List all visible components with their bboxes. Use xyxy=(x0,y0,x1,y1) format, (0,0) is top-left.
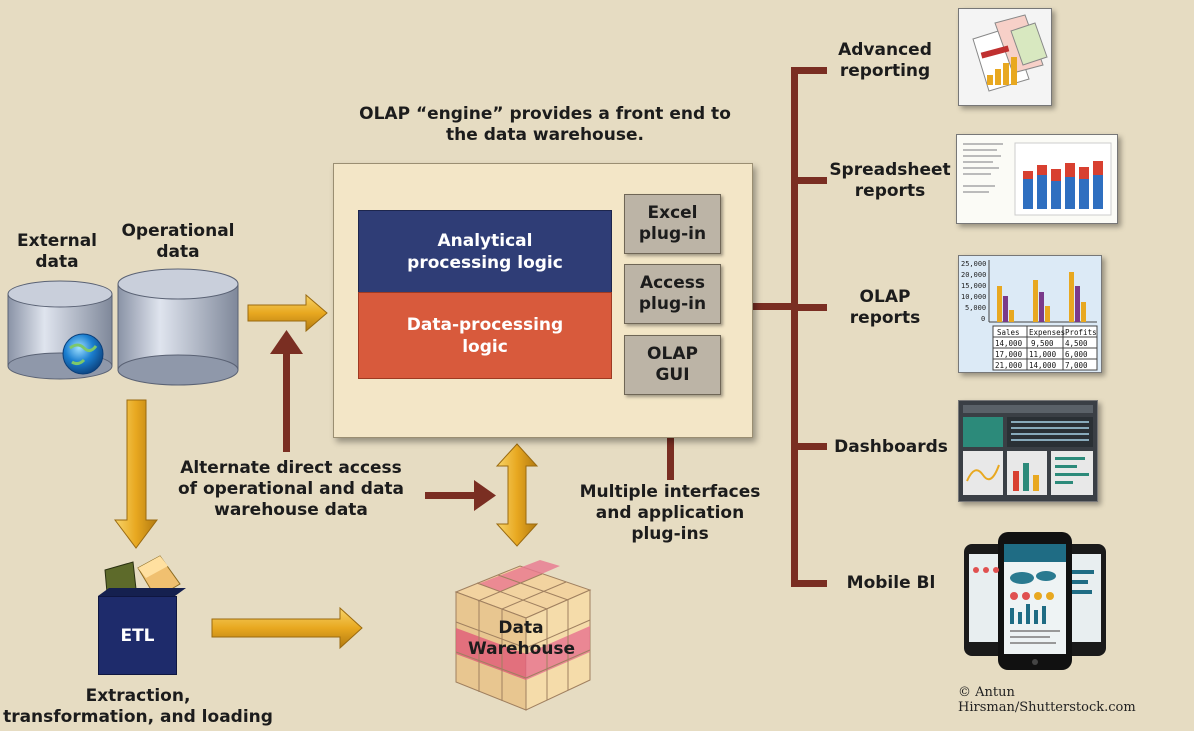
etl-caption: Extraction, transformation, and loading xyxy=(0,686,276,728)
output-bracket xyxy=(752,67,827,587)
data-processing-line-1: Data-processing xyxy=(406,314,564,335)
external-data-label: External data xyxy=(0,231,114,273)
etl-box: ETL xyxy=(98,596,177,675)
olap-axis-3: 10,000 xyxy=(961,293,986,301)
data-warehouse-cube xyxy=(454,560,592,711)
output-olap-reports: OLAP reports xyxy=(830,287,940,329)
olap-reports-line-2: reports xyxy=(849,308,921,328)
multiple-interfaces-label: Multiple interfaces and application plug… xyxy=(575,482,765,545)
access-plugin-line-1: Access xyxy=(639,273,706,293)
interfaces-line-3: plug-ins xyxy=(631,524,709,544)
olap-axis-0: 25,000 xyxy=(961,260,986,268)
olap-gui: OLAP GUI xyxy=(624,335,721,395)
output-mobile-bi: Mobile Bl xyxy=(834,573,948,594)
spreadsheet-reports-image xyxy=(956,134,1118,224)
image-credit: © Antun Hirsman/Shutterstock.com xyxy=(958,685,1136,715)
olap-cell: 9,500 xyxy=(1031,339,1054,348)
olap-cell: 11,000 xyxy=(1029,350,1057,359)
operational-line-1: Operational xyxy=(121,221,235,241)
olap-cell: 7,000 xyxy=(1065,361,1088,370)
etl-caption-line-2: transformation, and loading xyxy=(3,707,273,727)
olap-cell: 14,000 xyxy=(1029,361,1057,370)
alternate-line-3: warehouse data xyxy=(214,500,368,520)
operational-line-2: data xyxy=(156,242,200,262)
olap-gui-line-2: GUI xyxy=(655,365,690,385)
globe-icon xyxy=(62,333,104,375)
etl-box-top xyxy=(98,588,186,596)
olap-gui-line-1: OLAP xyxy=(647,344,698,364)
alternate-line-2: of operational and data xyxy=(177,479,405,499)
dashboards-line-1: Dashboards xyxy=(834,437,948,457)
analytical-line-2: processing logic xyxy=(407,253,563,273)
etl-caption-line-1: Extraction, xyxy=(85,686,191,706)
output-dashboards: Dashboards xyxy=(828,437,954,458)
olap-axis-5: 0 xyxy=(981,315,985,323)
title-line-1: OLAP “engine” provides a front end to xyxy=(359,104,731,124)
arrow-warehouse-olap xyxy=(495,443,539,547)
etl-box-label: ETL xyxy=(120,625,155,646)
olap-engine-title: OLAP “engine” provides a front end to th… xyxy=(345,104,745,146)
data-processing-line-2: logic xyxy=(462,336,508,357)
external-line-2: data xyxy=(35,252,79,272)
data-processing-logic: Data-processing logic xyxy=(358,292,612,379)
access-plugin: Access plug-in xyxy=(624,264,721,324)
excel-plugin-line-1: Excel xyxy=(647,203,698,223)
alternate-access-label: Alternate direct access of operational a… xyxy=(166,458,416,521)
excel-plugin-line-2: plug-in xyxy=(638,224,707,244)
olap-th-sales: Sales xyxy=(997,328,1020,337)
data-warehouse-label: Data Warehouse xyxy=(468,618,576,660)
advanced-reporting-image xyxy=(958,8,1052,106)
analytical-line-1: Analytical xyxy=(437,231,533,251)
spreadsheet-line-2: reports xyxy=(854,181,926,201)
olap-axis-2: 15,000 xyxy=(961,282,986,290)
alternate-line-1: Alternate direct access xyxy=(180,458,402,478)
olap-th-expenses: Expenses xyxy=(1029,328,1065,337)
olap-cell: 6,000 xyxy=(1065,350,1088,359)
alternate-to-warehouse-arrow xyxy=(425,480,496,511)
dashboards-image xyxy=(958,400,1098,502)
olap-cell: 14,000 xyxy=(995,339,1023,348)
olap-cell: 4,500 xyxy=(1065,339,1088,348)
alternate-access-arrow xyxy=(270,330,303,452)
arrow-to-etl xyxy=(114,399,158,549)
warehouse-line-1: Data xyxy=(498,618,544,638)
operational-data-cylinder xyxy=(117,268,239,386)
analytical-processing-logic: Analytical processing logic xyxy=(358,210,612,294)
olap-cell: 17,000 xyxy=(995,350,1023,359)
mobile-bi-image xyxy=(962,530,1108,676)
interfaces-line-1: Multiple interfaces xyxy=(579,482,761,502)
olap-reports-image: 25,000 20,000 15,000 10,000 5,000 0 Sale… xyxy=(958,255,1102,373)
title-line-2: the data warehouse. xyxy=(446,125,644,145)
olap-axis-4: 5,000 xyxy=(965,304,986,312)
arrow-to-olap xyxy=(247,293,328,333)
spreadsheet-line-1: Spreadsheet xyxy=(829,160,951,180)
external-line-1: External xyxy=(16,231,98,251)
olap-th-profits: Profits xyxy=(1065,328,1097,337)
warehouse-line-2: Warehouse xyxy=(468,639,576,659)
output-spreadsheet-reports: Spreadsheet reports xyxy=(826,160,954,202)
excel-plugin: Excel plug-in xyxy=(624,194,721,254)
output-advanced-reporting: Advanced reporting xyxy=(820,40,950,82)
olap-cell: 21,000 xyxy=(995,361,1023,370)
access-plugin-line-2: plug-in xyxy=(638,294,707,314)
mobile-line-1: Mobile Bl xyxy=(846,573,936,593)
arrow-etl-to-warehouse xyxy=(211,606,363,650)
interfaces-line-2: and application xyxy=(595,503,745,523)
olap-axis-1: 20,000 xyxy=(961,271,986,279)
advanced-line-1: Advanced xyxy=(838,40,932,60)
olap-reports-line-1: OLAP xyxy=(859,287,911,307)
advanced-line-2: reporting xyxy=(839,61,931,81)
operational-data-label: Operational data xyxy=(110,221,246,263)
